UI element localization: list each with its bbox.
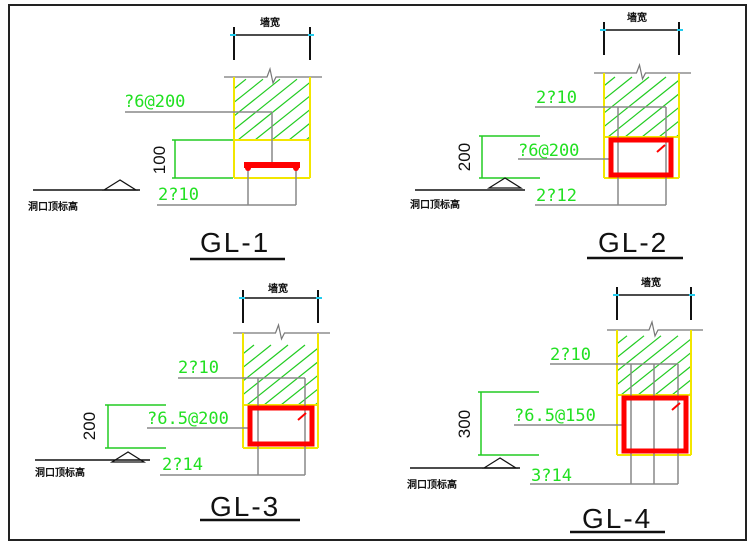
stirrup-label: ?6@200 <box>518 141 579 161</box>
stirrup-label: ?6.5@150 <box>514 406 596 426</box>
masonry-hatch <box>617 335 691 395</box>
elevation-triangle-icon <box>486 177 524 189</box>
stirrup-box <box>247 405 315 447</box>
break-line <box>594 62 691 81</box>
opening-elevation-label: 洞口顶标高 <box>28 200 78 213</box>
height-dimension: 300 <box>455 410 474 438</box>
height-dimension: 200 <box>455 143 474 171</box>
panel-gl-3: 墙宽 2?10 ?6.5@200 200 2?14 洞口顶标高 GL-3 <box>35 282 288 522</box>
bottom-bar-label: 2?14 <box>162 455 203 475</box>
break-line <box>233 322 330 341</box>
panel-gl-2: 墙宽 2?10 ?6@200 200 2?12 洞口顶标高 GL-2 <box>410 11 668 258</box>
height-dimension: 100 <box>150 146 169 174</box>
bottom-bar-label: 3?14 <box>531 466 572 486</box>
wall-width-label: 墙宽 <box>260 16 280 29</box>
masonry-hatch <box>234 78 310 140</box>
bottom-bar-label: 2?10 <box>158 185 199 205</box>
panel-gl-4: 墙宽 2?10 ?6.5@150 300 3?14 洞口顶标高 GL-4 <box>407 276 661 534</box>
wall-width-label: 墙宽 <box>268 282 288 295</box>
detail-title: GL-1 <box>200 227 270 258</box>
wall-width-label: 墙宽 <box>627 11 647 24</box>
stirrup-box <box>608 137 674 178</box>
stirrup-label: ?6.5@200 <box>147 409 229 429</box>
elevation-triangle-icon <box>109 451 147 463</box>
top-bar-label: 2?10 <box>178 358 219 378</box>
top-bar-label: 2?10 <box>536 88 577 108</box>
bottom-bar-label: 2?12 <box>536 186 577 206</box>
opening-elevation-label: 洞口顶标高 <box>410 198 460 211</box>
stirrup-hook <box>656 144 666 153</box>
stirrup-hook <box>297 412 307 421</box>
stirrup-hook <box>671 402 681 411</box>
opening-elevation-label: 洞口顶标高 <box>407 478 457 491</box>
opening-elevation-label: 洞口顶标高 <box>35 466 85 479</box>
stirrup-box <box>621 395 689 454</box>
wall-width-label: 墙宽 <box>641 276 661 289</box>
stirrup-bar <box>244 162 300 168</box>
rebar-dot <box>245 165 251 171</box>
detail-title: GL-4 <box>582 503 652 534</box>
detail-title: GL-2 <box>598 227 668 258</box>
stirrup-label: ?6@200 <box>124 92 185 112</box>
height-dimension: 200 <box>80 412 99 440</box>
rebar-dot <box>293 165 299 171</box>
top-bar-label: 2?10 <box>550 345 591 365</box>
masonry-hatch <box>243 344 318 405</box>
elevation-triangle-icon <box>101 179 139 191</box>
break-line <box>607 319 703 338</box>
detail-title: GL-3 <box>210 491 280 522</box>
panel-gl-1: 墙宽 ?6@200 100 2?10 洞口顶标高 GL-1 <box>28 16 280 258</box>
break-line <box>224 66 322 85</box>
drawing-border <box>8 4 747 541</box>
elevation-triangle-icon <box>481 457 519 469</box>
